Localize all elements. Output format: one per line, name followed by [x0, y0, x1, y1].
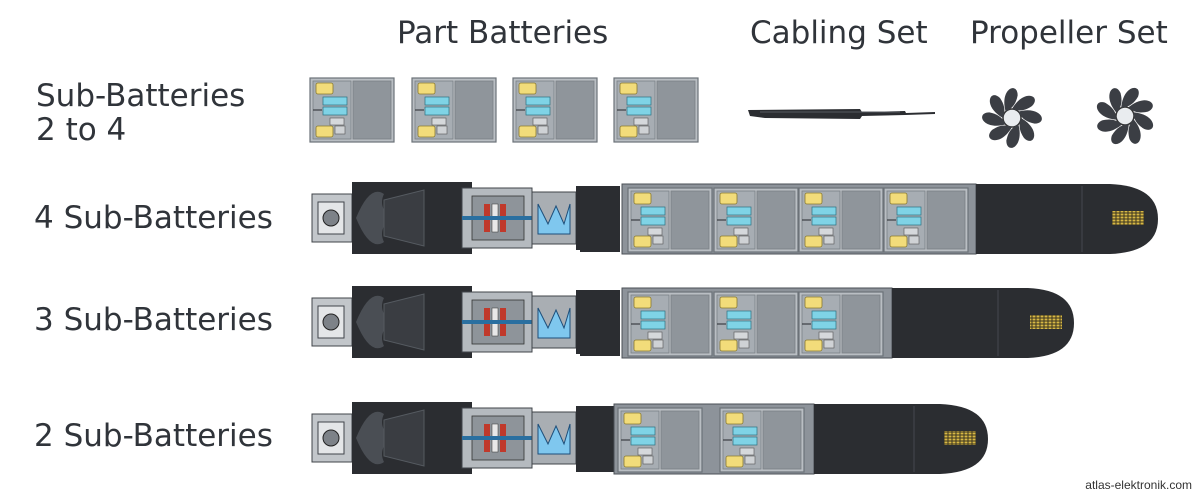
vehicle-3-sub-batteries: [311, 285, 1074, 359]
part-battery-3: [512, 77, 598, 143]
propeller-1-image: [979, 85, 1045, 151]
sub-batteries-label-line1: Sub-Batteries: [36, 78, 246, 114]
four-sub-batteries-label: 4 Sub-Batteries: [34, 200, 273, 236]
sub-batteries-label: Sub-Batteries 2 to 4: [36, 79, 245, 147]
cabling-set-heading: Cabling Set: [750, 15, 928, 51]
cabling-set-image: [748, 109, 935, 119]
propeller-set-heading: Propeller Set: [970, 15, 1168, 51]
part-battery-4: [613, 77, 699, 143]
sub-batteries-label-line2: 2 to 4: [36, 112, 127, 148]
propeller-2-image: [1083, 74, 1167, 158]
three-sub-batteries-label: 3 Sub-Batteries: [34, 302, 273, 338]
vehicle-4-sub-batteries: [311, 181, 1158, 255]
part-batteries-heading: Part Batteries: [397, 15, 609, 51]
part-battery-2: [411, 77, 497, 143]
part-battery-1: [309, 77, 395, 143]
two-sub-batteries-label: 2 Sub-Batteries: [34, 418, 273, 454]
source-credit: atlas-elektronik.com: [1085, 478, 1192, 492]
vehicle-2-sub-batteries: [311, 401, 988, 475]
